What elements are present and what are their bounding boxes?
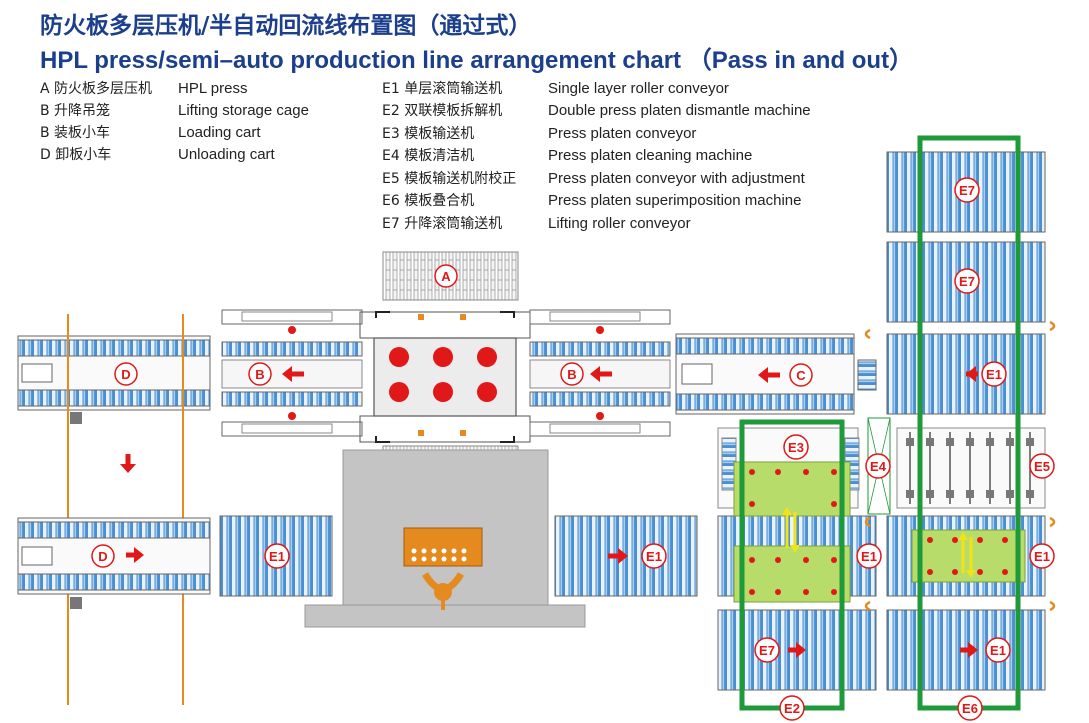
badge-e5: E5	[1029, 453, 1055, 479]
legend-cn: B 升降吊笼	[40, 103, 111, 119]
badge-e1-right-middle: E1	[1029, 543, 1055, 569]
legend-cn: D 卸板小车	[40, 147, 112, 163]
badge-b-right: B	[560, 362, 584, 386]
legend-cn: E5 模板输送机附校正	[382, 171, 517, 187]
page-title-en: HPL press/semi–auto production line arra…	[40, 47, 914, 74]
badge-c-text: C	[796, 368, 806, 383]
legend-en: HPL press	[178, 80, 248, 97]
legend-left: A 防火板多层压机 HPL press B 升降吊笼 Lifting stora…	[40, 78, 360, 170]
badge-e2: E2	[779, 695, 805, 721]
badge-c: C	[789, 363, 813, 387]
legend-en: Press platen superimposition machine	[548, 192, 802, 209]
legend-cn: A 防火板多层压机	[40, 81, 153, 97]
legend-cn: E3 模板输送机	[382, 126, 475, 142]
badge-d-top: D	[114, 362, 138, 386]
legend-cn: E1 单层滚筒输送机	[382, 81, 503, 97]
legend-en: Lifting roller conveyor	[548, 215, 691, 232]
badge-e1-left: E1	[264, 543, 290, 569]
legend-en: Loading cart	[178, 124, 261, 141]
legend-en: Single layer roller conveyor	[548, 80, 729, 97]
lifting-cage-b-right	[529, 309, 671, 437]
badge-a: A	[434, 264, 458, 288]
legend-en: Lifting storage cage	[178, 102, 309, 119]
label-badges: A B B C D D E1 E1	[91, 177, 1055, 721]
badge-e7-second-text: E7	[959, 274, 975, 289]
badge-e1-middle-text: E1	[646, 549, 662, 564]
badge-e3: E3	[783, 434, 809, 460]
badge-e4-text: E4	[870, 459, 887, 474]
badge-e1-right-bottom-text: E1	[990, 643, 1006, 658]
badge-a-text: A	[441, 269, 451, 284]
badge-e1-right-bottom: E1	[985, 637, 1011, 663]
unloading-cart-d-top	[17, 314, 211, 705]
legend-en: Press platen cleaning machine	[548, 147, 753, 164]
badge-e1-center-text: E1	[861, 549, 877, 564]
badge-e1-right-top-text: E1	[986, 367, 1002, 382]
badge-d-top-text: D	[121, 367, 130, 382]
loading-cart-c	[675, 333, 877, 415]
lifting-cage-b-left	[221, 309, 363, 437]
legend-en: Unloading cart	[178, 146, 275, 163]
page-title-zh: 防火板多层压机/半自动回流线布置图（通过式）	[40, 13, 532, 39]
unloading-cart-d-bottom	[17, 517, 211, 609]
legend-en: Press platen conveyor with adjustment	[548, 170, 805, 187]
badge-e1-middle: E1	[641, 543, 667, 569]
legend-en: Double press platen dismantle machine	[548, 102, 811, 119]
badge-e6-text: E6	[962, 701, 978, 716]
badge-d-bottom-text: D	[98, 549, 107, 564]
badge-d-bottom: D	[91, 544, 115, 568]
press-frame-top	[359, 311, 531, 339]
legend-right: E1 单层滚筒输送机 Single layer roller conveyor …	[382, 78, 882, 238]
press-frame-bottom	[359, 415, 531, 443]
legend-cn: B 装板小车	[40, 125, 111, 141]
legend-en: Press platen conveyor	[548, 125, 697, 142]
badge-b-left: B	[248, 362, 272, 386]
hydraulic-station	[304, 449, 586, 628]
badge-e6: E6	[957, 695, 983, 721]
badge-e1-left-text: E1	[269, 549, 285, 564]
badge-e7-bottom-text: E7	[759, 643, 775, 658]
badge-e7-bottom: E7	[754, 637, 780, 663]
badge-b-left-text: B	[255, 367, 264, 382]
badge-e5-text: E5	[1034, 459, 1050, 474]
legend-cn: E6 模板叠合机	[382, 193, 475, 209]
legend-cn: E4 模板清洁机	[382, 148, 475, 164]
badge-e1-center: E1	[856, 543, 882, 569]
badge-e7-second: E7	[954, 268, 980, 294]
badge-e1-right-top: E1	[981, 361, 1007, 387]
press-cage-top	[382, 251, 519, 301]
badge-e7-top-text: E7	[959, 183, 975, 198]
badge-e4: E4	[865, 453, 891, 479]
badge-e3-text: E3	[788, 440, 804, 455]
legend-cn: E7 升降滚筒输送机	[382, 216, 503, 232]
badge-e1-right-middle-text: E1	[1034, 549, 1050, 564]
press-cylinders	[389, 347, 497, 402]
badge-e7-top: E7	[954, 177, 980, 203]
badge-b-right-text: B	[567, 367, 576, 382]
legend-cn: E2 双联模板拆解机	[382, 103, 503, 119]
badge-e2-text: E2	[784, 701, 800, 716]
